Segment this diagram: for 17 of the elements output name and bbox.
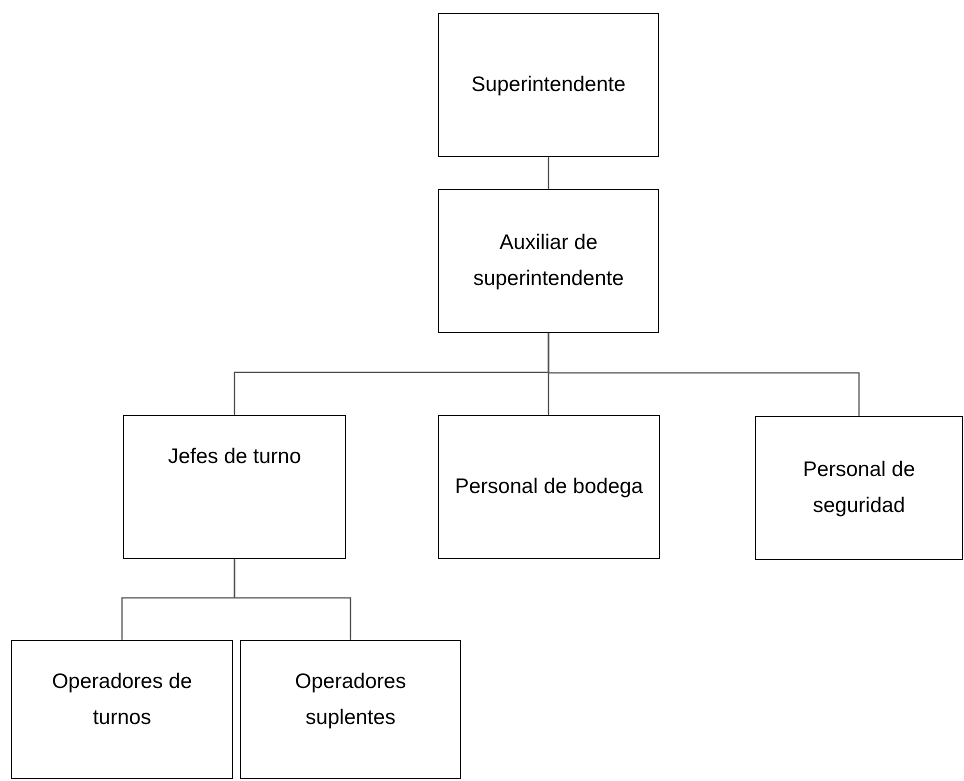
org-box — [240, 640, 461, 779]
role-title: Personal de bodega — [454, 474, 644, 500]
role-title: Operadores suplentes — [294, 668, 407, 730]
org-box — [11, 640, 233, 779]
connector-line — [548, 333, 860, 416]
connector-line — [234, 559, 352, 640]
connector-line — [548, 157, 550, 189]
role-title: Jefes de turno — [166, 444, 302, 470]
role-title: Auxiliar de superintendente — [472, 230, 625, 292]
org-box — [755, 416, 963, 560]
org-box — [438, 189, 659, 333]
role-title: Superintendente — [470, 72, 627, 98]
role-title: Personal de seguridad — [802, 457, 916, 519]
org-box — [123, 415, 346, 559]
org-box — [438, 13, 659, 157]
role-title: Operadores de turnos — [50, 668, 194, 730]
org-box — [438, 415, 660, 559]
